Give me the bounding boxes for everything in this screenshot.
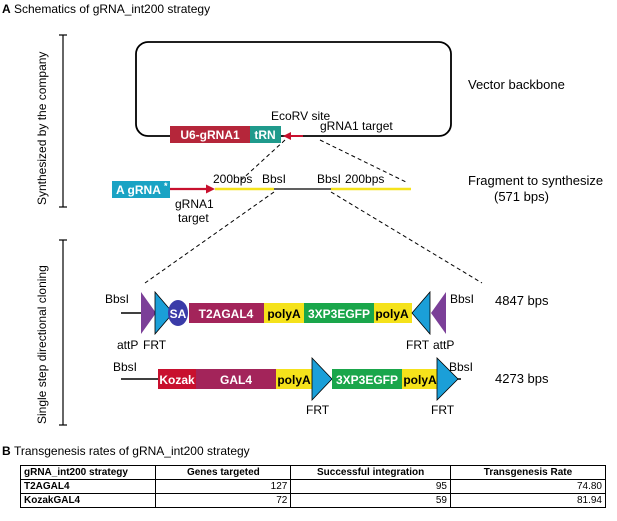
- trn-block: [250, 126, 281, 143]
- construct1-frt-right-label: FRT: [406, 338, 430, 352]
- construct2-bbsi-right: BbsI: [449, 360, 473, 374]
- construct1-t2agal4-label: T2AGAL4: [199, 307, 254, 321]
- panel-a-letter: A: [2, 2, 11, 16]
- construct1-polya2-label: polyA: [375, 307, 409, 321]
- bracket-cloning: [59, 239, 67, 426]
- construct2-polya1-label: polyA: [277, 373, 311, 387]
- construct1-attp-right-label: attP: [433, 338, 454, 352]
- construct2-egfp-label: 3XP3EGFP: [336, 373, 398, 387]
- row1-genes-targeted: 127: [155, 479, 292, 494]
- construct2-polya1-block: [276, 369, 312, 389]
- row1-strategy: T2AGAL4: [19, 479, 157, 494]
- construct1-frt-left: [154, 290, 174, 336]
- construct2-polya2-label: polyA: [403, 373, 437, 387]
- ecorv-site-label: EcoRV site: [271, 109, 330, 123]
- construct1-bbsi-left: BbsI: [105, 292, 129, 306]
- construct2-egfp-block: [332, 369, 402, 389]
- header-successful-integration: Successful integration: [290, 465, 451, 480]
- fragment-label-1: Fragment to synthesize: [468, 173, 603, 188]
- panel-b-letter: B: [2, 444, 11, 458]
- zoom-line-3: [144, 191, 275, 284]
- construct2-polya2-block: [402, 369, 439, 389]
- u6-grna1-label: U6-gRNA1: [180, 128, 240, 142]
- row2-transgenesis-rate: 81.94: [449, 493, 607, 508]
- construct1-polya1-block: [264, 303, 304, 323]
- fragment-target-arrowhead: [206, 184, 215, 194]
- bracket-synthesized: [59, 34, 67, 208]
- header-strategy: gRNA_int200 strategy: [19, 465, 157, 480]
- fragment-bbsi-right: BbsI: [317, 172, 341, 186]
- vector-backbone-label: Vector backbone: [468, 77, 565, 92]
- fragment-bbsi-left: BbsI: [262, 172, 286, 186]
- construct1-egfp-block: [304, 303, 374, 323]
- fragment-target-label-1: gRNA1: [175, 197, 214, 211]
- construct2-frt-left-label: FRT: [306, 403, 330, 417]
- construct1-sa-label: SA: [170, 307, 187, 321]
- construct1-egfp-label: 3XP3EGFP: [308, 307, 370, 321]
- zoom-line-4: [330, 191, 483, 284]
- table-header-row: gRNA_int200 strategy Genes targeted Succ…: [19, 465, 607, 480]
- construct1-bbsi-right: BbsI: [450, 292, 474, 306]
- fragment-label-2: (571 bps): [494, 189, 549, 204]
- row2-genes-targeted: 72: [155, 493, 292, 508]
- transgenesis-rates-table: gRNA_int200 strategy Genes targeted Succ…: [19, 465, 607, 508]
- a-grna-star: *: [164, 181, 168, 191]
- table-row: T2AGAL4 127 95 74.80: [19, 479, 607, 494]
- row2-strategy: KozakGAL4: [19, 493, 157, 508]
- fragment-right-200-label: 200bps: [345, 172, 384, 186]
- construct2-frt-left: [311, 357, 333, 401]
- a-grna-block: [112, 181, 170, 198]
- construct1-attp-left: [141, 292, 156, 334]
- trn-label: tRN: [254, 128, 275, 142]
- side-label-cloning: Single step directional cloning: [35, 265, 49, 424]
- construct1-sa-oval: [168, 300, 188, 326]
- construct1-frt-right: [411, 290, 431, 336]
- construct1-attp-right: [431, 292, 446, 334]
- zoom-line-2: [319, 139, 409, 184]
- construct2-kozak-block: [158, 369, 196, 389]
- panel-a-title: Schematics of gRNA_int200 strategy: [14, 2, 210, 16]
- construct1-attp-left-label: attP: [117, 338, 138, 352]
- construct1-size: 4847 bps: [495, 293, 549, 308]
- fragment-left-200-label: 200bps: [213, 172, 252, 186]
- grna1-target-top-arrowhead: [283, 132, 291, 140]
- construct1-polya2-block: [374, 303, 412, 323]
- side-label-synthesized: Synthesized by the company: [35, 52, 49, 205]
- construct2-bbsi-left: BbsI: [113, 360, 137, 374]
- construct1-frt-left-label: FRT: [143, 338, 167, 352]
- panel-b-title: Transgenesis rates of gRNA_int200 strate…: [14, 444, 250, 458]
- row1-transgenesis-rate: 74.80: [449, 479, 607, 494]
- u6-grna1-block: [170, 126, 250, 143]
- header-genes-targeted: Genes targeted: [155, 465, 292, 480]
- a-grna-label: A gRNA: [116, 183, 161, 197]
- row1-successful-integration: 95: [290, 479, 451, 494]
- construct2-frt-right-label: FRT: [431, 403, 455, 417]
- construct2-frt-right: [436, 357, 459, 401]
- header-transgenesis-rate: Transgenesis Rate: [449, 465, 607, 480]
- construct2-size: 4273 bps: [495, 371, 549, 386]
- grna1-target-top-label: gRNA1 target: [320, 119, 393, 133]
- row2-successful-integration: 59: [290, 493, 451, 508]
- construct2-gal4-label: GAL4: [220, 373, 252, 387]
- table-row: KozakGAL4 72 59 81.94: [19, 493, 607, 508]
- construct1-t2agal4-block: [189, 303, 264, 323]
- fragment-target-label-2: target: [178, 211, 209, 225]
- zoom-line-1: [237, 139, 286, 184]
- construct2-kozak-label: Kozak: [159, 373, 195, 387]
- construct2-gal4-block: [196, 369, 276, 389]
- construct1-polya1-label: polyA: [267, 307, 301, 321]
